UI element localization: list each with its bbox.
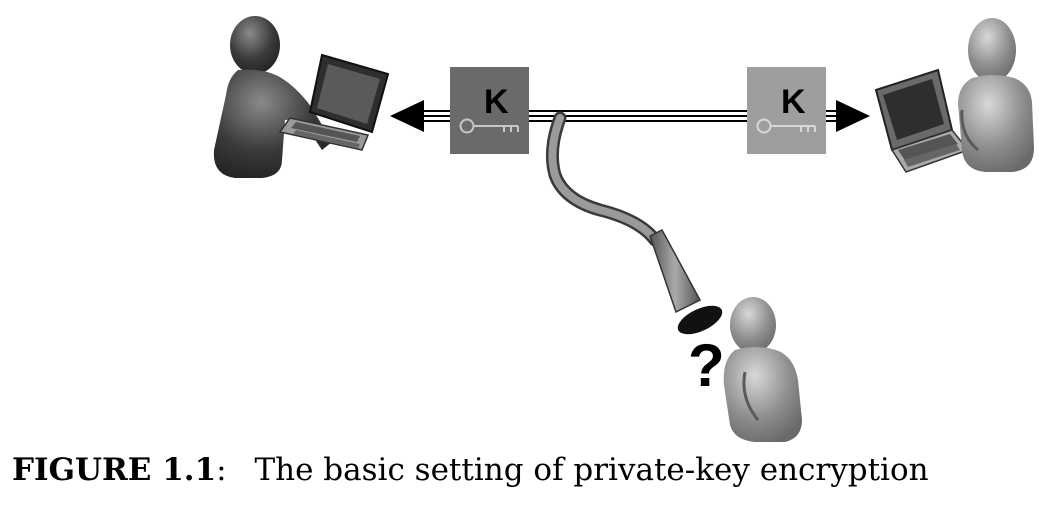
sender-key-label: K	[484, 83, 509, 121]
key-icon	[756, 118, 816, 134]
receiver-person-icon	[958, 18, 1034, 172]
sender-laptop-icon	[278, 53, 390, 151]
caption-separator: :	[216, 452, 227, 488]
receiver-key-label: K	[781, 83, 806, 121]
receiver-key-box: K	[747, 67, 826, 154]
arrow-right-icon	[836, 100, 870, 132]
eavesdropper: ?	[688, 297, 802, 442]
sender-key-box: K	[450, 67, 529, 154]
receiver	[874, 18, 1034, 173]
eavesdropper-horn-icon	[649, 229, 723, 335]
eavesdropper-question-mark: ?	[688, 332, 725, 399]
figure-label: FIGURE 1.1	[12, 452, 217, 488]
private-key-encryption-diagram: K K ?	[213, 16, 1034, 442]
eavesdropper-tap	[545, 111, 723, 335]
arrow-left-icon	[390, 100, 424, 132]
sender	[213, 16, 390, 178]
eavesdropper-person-icon	[723, 297, 802, 442]
sender-person-icon	[213, 16, 332, 178]
receiver-laptop-icon	[874, 68, 970, 173]
key-icon	[459, 118, 519, 134]
figure-caption: FIGURE 1.1: The basic setting of private…	[12, 452, 929, 488]
caption-text: The basic setting of private-key encrypt…	[254, 452, 929, 488]
